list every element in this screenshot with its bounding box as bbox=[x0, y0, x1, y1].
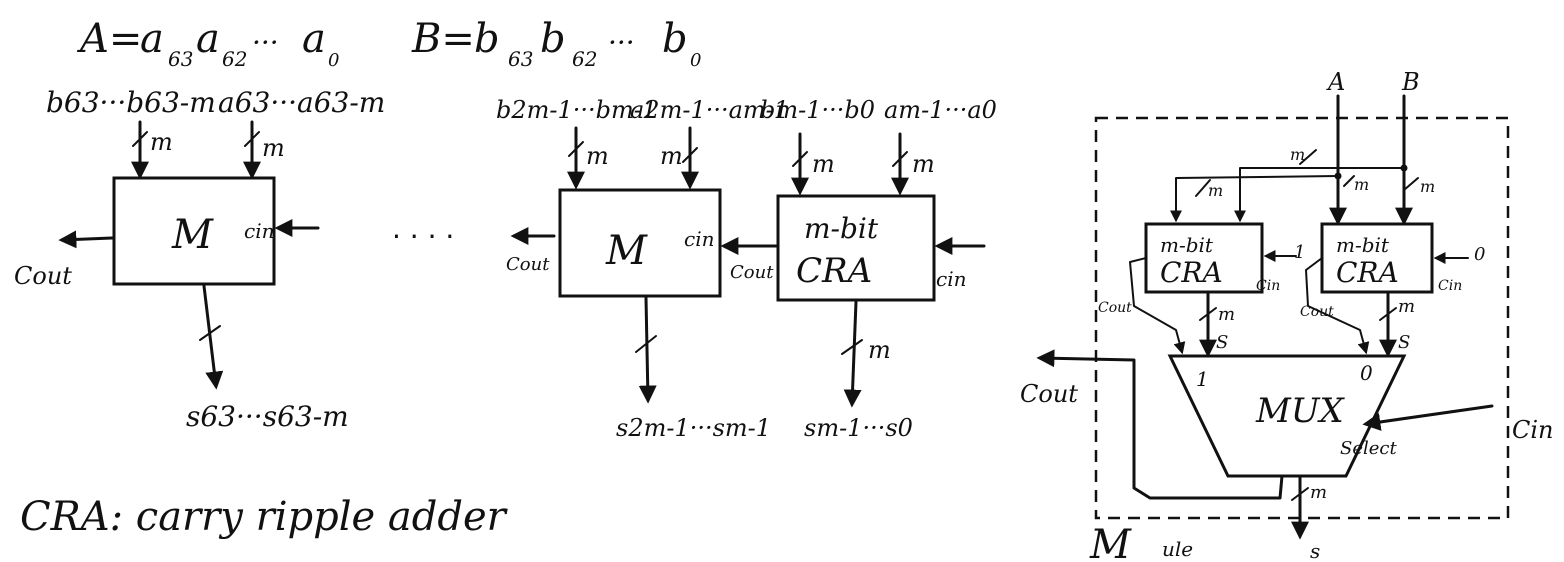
operand-a-definition: A= a 63 a 62 ··· a 0 bbox=[76, 16, 339, 71]
svg-text:m: m bbox=[1310, 482, 1327, 503]
svg-text:m: m bbox=[262, 134, 285, 162]
module-cra-left-line1: m-bit bbox=[1160, 233, 1214, 257]
module-input-a: A bbox=[1326, 68, 1345, 96]
svg-text:···: ··· bbox=[252, 26, 279, 59]
sum-output-high: s63···s63-m bbox=[186, 400, 349, 433]
svg-text:m: m bbox=[1420, 177, 1435, 196]
svg-text:b: b bbox=[540, 16, 566, 62]
svg-text:62: 62 bbox=[572, 47, 597, 71]
module-sum-left: S bbox=[1216, 332, 1228, 353]
module-output-s: s bbox=[1310, 539, 1320, 562]
m-block-mid: m m M cin Cout s2m-1···sm-1 bbox=[506, 126, 771, 442]
module-sum-right: S bbox=[1398, 332, 1410, 353]
svg-text:m: m bbox=[1218, 304, 1235, 325]
cra-label-line2: CRA bbox=[796, 251, 872, 291]
input-label-a-high: a63···a63-m bbox=[218, 86, 385, 119]
svg-text:0: 0 bbox=[328, 50, 339, 71]
module-m-detail: A B m m m m m-bit CRA 1 Cin m-bit CRA 0 … bbox=[1020, 68, 1554, 562]
module-cra-right-line2: CRA bbox=[1336, 256, 1399, 289]
mux-input-1: 1 bbox=[1196, 367, 1209, 391]
cra-label-line1: m-bit bbox=[804, 212, 879, 245]
input-label-a-mid: a2m-1···am-1 bbox=[630, 96, 789, 124]
module-input-b: B bbox=[1401, 68, 1420, 96]
svg-text:a: a bbox=[140, 16, 164, 62]
mux-label: MUX bbox=[1255, 391, 1345, 431]
cout-label: Cout bbox=[506, 254, 550, 275]
operand-b-definition: B= b 63 b 62 ··· b 0 bbox=[411, 16, 701, 71]
mux-shape bbox=[1167, 354, 1407, 478]
svg-text:0: 0 bbox=[690, 50, 701, 71]
module-name-suffix: ule bbox=[1162, 537, 1193, 561]
m-block-label: M bbox=[605, 228, 648, 274]
svg-text:m: m bbox=[868, 336, 891, 364]
svg-text:m: m bbox=[912, 150, 935, 178]
svg-text:m: m bbox=[1354, 175, 1369, 194]
input-label-a-low: am-1···a0 bbox=[884, 96, 997, 124]
m-block-high: m m M cin Cout s63···s63-m bbox=[14, 120, 349, 433]
svg-text:m: m bbox=[1290, 145, 1305, 164]
svg-text:m: m bbox=[150, 128, 173, 156]
svg-text:m: m bbox=[1398, 296, 1415, 317]
mux-select-label: Select bbox=[1340, 438, 1397, 459]
svg-text:m: m bbox=[812, 150, 835, 178]
external-cin: Cin bbox=[1512, 416, 1554, 444]
cout-label: Cout bbox=[14, 262, 72, 290]
chain-ellipsis: · · · · bbox=[392, 220, 454, 253]
input-label-b-low: bm-1···b0 bbox=[760, 96, 875, 124]
module-cin-const-0: 0 bbox=[1474, 244, 1485, 265]
cout-label: Cout bbox=[730, 262, 774, 283]
module-cout-right: Cout bbox=[1300, 304, 1334, 320]
module-cin-right: Cin bbox=[1438, 278, 1462, 294]
module-cin-left: Cin bbox=[1256, 278, 1280, 294]
svg-text:63: 63 bbox=[168, 47, 193, 71]
svg-text:B=: B= bbox=[411, 16, 475, 62]
external-cout: Cout bbox=[1020, 380, 1078, 408]
svg-text:a: a bbox=[302, 16, 326, 62]
svg-text:m: m bbox=[1208, 181, 1223, 200]
cin-label: cin bbox=[684, 227, 714, 251]
module-cra-left-line2: CRA bbox=[1160, 256, 1223, 289]
legend-cra: CRA: carry ripple adder bbox=[20, 494, 509, 540]
svg-text:A=: A= bbox=[76, 16, 142, 62]
sum-output-low: sm-1···s0 bbox=[804, 414, 913, 442]
m-block-label: M bbox=[171, 212, 214, 258]
cra-block-low: m m m-bit CRA Cout cin m sm-1···s0 bbox=[720, 132, 986, 442]
module-cout-left: Cout bbox=[1098, 300, 1132, 316]
svg-text:m: m bbox=[660, 142, 683, 170]
svg-text:···: ··· bbox=[608, 26, 635, 59]
mux-input-0: 0 bbox=[1360, 361, 1373, 385]
input-label-b-high: b63···b63-m bbox=[46, 86, 216, 119]
module-cin-const-1: 1 bbox=[1294, 242, 1305, 263]
svg-text:m: m bbox=[586, 142, 609, 170]
input-label-b-mid: b2m-1···bm-1 bbox=[496, 96, 657, 124]
svg-text:b: b bbox=[662, 16, 688, 62]
cin-label: cin bbox=[936, 267, 966, 291]
svg-text:63: 63 bbox=[508, 47, 533, 71]
svg-text:b: b bbox=[474, 16, 500, 62]
cin-label: cin bbox=[244, 219, 274, 243]
svg-text:a: a bbox=[196, 16, 220, 62]
module-name-m: M bbox=[1089, 522, 1132, 562]
sum-output-mid: s2m-1···sm-1 bbox=[616, 414, 771, 442]
module-cra-right-line1: m-bit bbox=[1336, 233, 1390, 257]
svg-text:62: 62 bbox=[222, 47, 247, 71]
